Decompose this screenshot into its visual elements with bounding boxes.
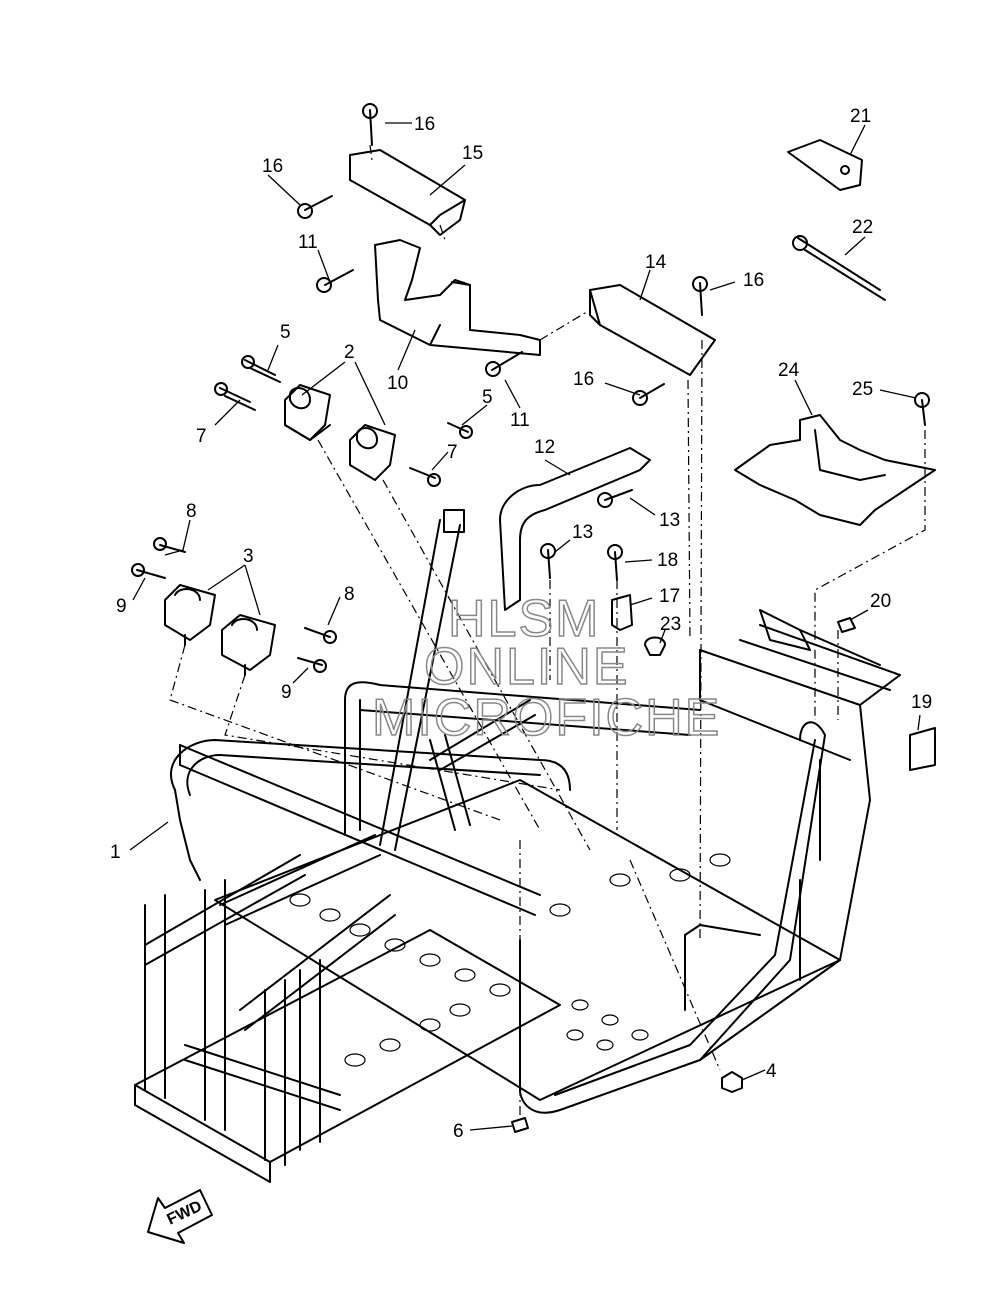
callout-21: 21 [850, 106, 871, 127]
callout-16-mid: 16 [573, 369, 594, 390]
callout-23: 23 [660, 614, 681, 635]
watermark: HLSM ONLINE MICROFICHE [371, 589, 721, 748]
nut-4 [721, 1071, 743, 1093]
callout-3: 3 [243, 546, 254, 567]
callout-2: 2 [344, 342, 355, 363]
bracket-15 [349, 149, 466, 236]
bracket-14 [589, 284, 716, 376]
callout-18: 18 [657, 550, 678, 571]
label-19 [909, 727, 936, 771]
callout-13-left: 13 [572, 522, 593, 543]
engine-mount-2-right [349, 424, 396, 481]
callout-8-lower: 8 [344, 584, 355, 605]
callout-5-upper: 5 [280, 322, 291, 343]
callout-22: 22 [852, 217, 873, 238]
engine-mount-2-left [284, 384, 331, 441]
floor-holes [289, 853, 731, 1067]
bracket-12 [499, 447, 651, 611]
callout-25: 25 [852, 379, 873, 400]
callout-9-left: 9 [116, 596, 127, 617]
callout-12: 12 [534, 437, 555, 458]
callout-10: 10 [387, 373, 408, 394]
watermark-line-2: ONLINE [424, 638, 630, 696]
frame [134, 509, 901, 1183]
callout-17: 17 [659, 586, 680, 607]
callout-7-right: 7 [447, 442, 458, 463]
watermark-line-3: MICROFICHE [372, 689, 721, 747]
callout-20: 20 [870, 591, 891, 612]
label-20 [837, 617, 856, 633]
plate-24 [734, 414, 936, 526]
bolts [131, 103, 930, 673]
callout-16-right: 16 [743, 270, 764, 291]
clamp-6 [511, 1117, 529, 1133]
callout-16-top: 16 [414, 114, 435, 135]
clip-21 [787, 139, 863, 191]
bracket-10 [374, 239, 541, 356]
pin-22 [792, 235, 886, 301]
engine-mount-3-right [221, 614, 276, 676]
callout-6: 6 [453, 1121, 464, 1142]
callout-16-left: 16 [262, 156, 283, 177]
callout-24: 24 [778, 360, 800, 381]
callout-14: 14 [645, 252, 667, 273]
cap-23 [644, 636, 666, 656]
fwd-label: FWD [165, 1198, 205, 1229]
leader-lines [129, 122, 921, 1131]
callout-4: 4 [766, 1061, 777, 1082]
callouts: 1 2 3 4 5 5 6 7 7 8 8 9 9 10 11 11 12 13… [110, 106, 932, 1142]
callout-9-right: 9 [281, 682, 292, 703]
callout-15: 15 [462, 143, 483, 164]
callout-1: 1 [110, 842, 121, 863]
clip-17 [611, 594, 633, 631]
callout-5-lower: 5 [482, 387, 493, 408]
fwd-arrow: FWD [147, 1189, 213, 1244]
callout-11-upper: 11 [298, 232, 318, 253]
callout-7-left: 7 [196, 426, 207, 447]
callout-19: 19 [911, 692, 932, 713]
assembly-lines [169, 144, 926, 1120]
callout-13-right: 13 [659, 510, 680, 531]
callout-11-lower: 11 [510, 410, 530, 431]
watermark-line-1: HLSM [448, 590, 600, 648]
callout-8-upper: 8 [186, 501, 197, 522]
engine-mount-3-left [164, 584, 216, 646]
